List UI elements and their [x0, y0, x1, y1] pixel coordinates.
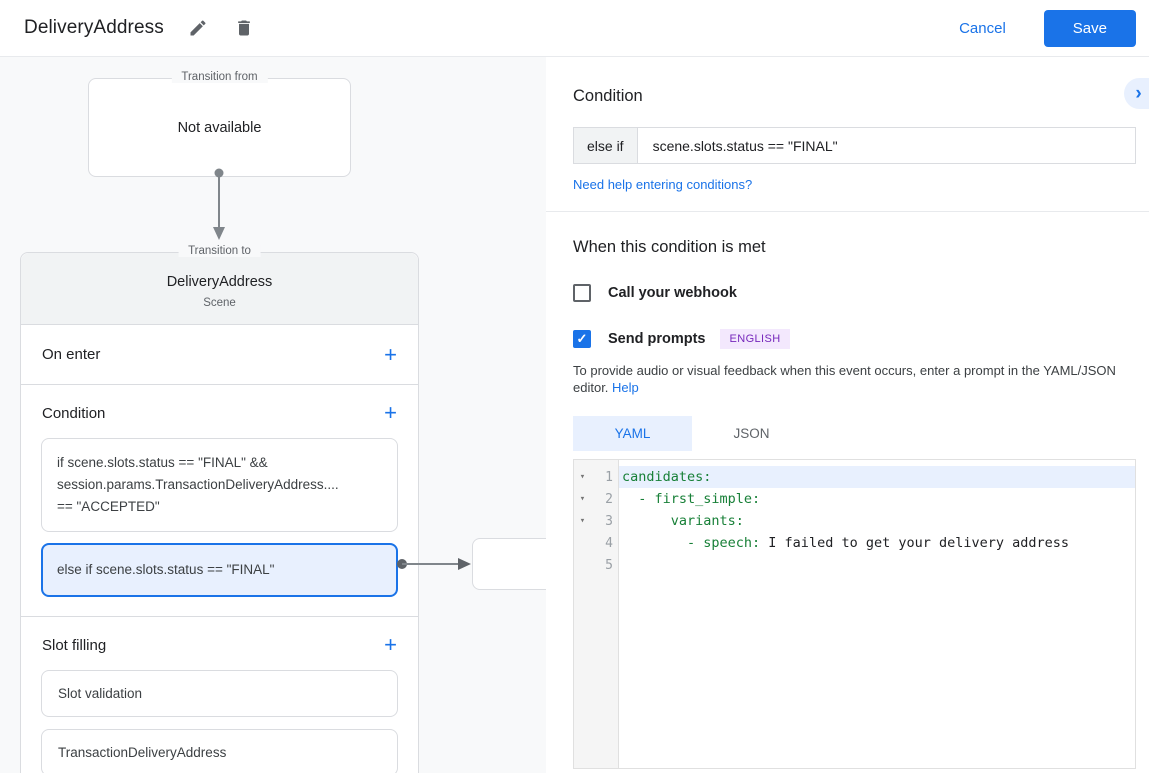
prompts-helper-text: To provide audio or visual feedback when… [573, 362, 1135, 396]
scene-card-header: DeliveryAddress Scene [21, 253, 418, 325]
add-condition-button[interactable]: + [384, 400, 397, 425]
trash-icon [234, 18, 254, 38]
save-button[interactable]: Save [1043, 9, 1136, 47]
helper-text: To provide audio or visual feedback when… [573, 363, 1116, 395]
fold-arrow-icon[interactable]: ▾ [579, 494, 586, 504]
fold-arrow-icon[interactable]: ▾ [579, 472, 586, 482]
send-prompts-row: ✓ Send prompts ENGLISH [573, 329, 1136, 349]
editor-format-tabs: YAML JSON [573, 416, 1136, 451]
chevron-right-icon: › [1135, 82, 1142, 104]
scene-type: Scene [203, 297, 236, 309]
conditions-help-link[interactable]: Need help entering conditions? [573, 177, 753, 192]
condition-if-line: if scene.slots.status == "FINAL" && [57, 455, 268, 470]
language-badge: ENGLISH [720, 329, 790, 349]
webhook-label[interactable]: Call your webhook [608, 285, 737, 301]
on-enter-section: On enter + [21, 325, 418, 385]
condition-prefix: else if [574, 128, 638, 163]
tab-json[interactable]: JSON [733, 426, 770, 441]
check-icon: ✓ [576, 331, 588, 346]
webhook-checkbox[interactable] [573, 284, 591, 302]
edit-title-button[interactable] [186, 16, 210, 40]
down-arrow-connector [213, 168, 225, 240]
on-enter-title: On enter [42, 346, 101, 363]
panel-title: Condition [573, 87, 643, 105]
page-title: DeliveryAddress [24, 17, 164, 38]
panel-divider [546, 211, 1149, 212]
header: DeliveryAddress Cancel Save [0, 0, 1149, 57]
condition-panel: › Condition else if scene.slots.status =… [546, 57, 1149, 773]
transition-to-label: Transition to [178, 245, 261, 257]
fold-arrow-icon[interactable]: ▾ [579, 516, 586, 526]
editor-gutter: ▾ 1 ▾ 2 ▾ 3 4 5 [574, 460, 619, 768]
webhook-row: Call your webhook [573, 284, 1136, 302]
code-line: variants: [622, 513, 744, 529]
code-line: - first_simple: [622, 491, 761, 507]
editor-code-area[interactable]: candidates: - first_simple: variants: - … [619, 460, 1135, 768]
condition-section: Condition + if scene.slots.status == "FI… [21, 385, 418, 617]
transition-from-label: Transition from [171, 71, 268, 83]
transition-from-value: Not available [177, 119, 262, 136]
send-prompts-label[interactable]: Send prompts [608, 331, 706, 347]
condition-elseif-text: else if scene.slots.status == "FINAL" [57, 562, 275, 577]
condition-item-if[interactable]: if scene.slots.status == "FINAL" && sess… [41, 438, 398, 532]
transition-target-node[interactable] [472, 538, 546, 590]
condition-expression-input[interactable]: scene.slots.status == "FINAL" [652, 137, 838, 154]
collapse-panel-button[interactable]: › [1124, 78, 1149, 109]
code-line [619, 554, 1135, 576]
scene-flow-canvas: Transition from Not available Transition… [0, 57, 546, 773]
when-condition-title: When this condition is met [573, 238, 766, 256]
slot-validation-item[interactable]: Slot validation [41, 670, 398, 717]
line-number: 3 [605, 513, 613, 529]
slot-filling-title: Slot filling [42, 636, 107, 654]
slot-transaction-item[interactable]: TransactionDeliveryAddress [41, 729, 398, 773]
pencil-icon [188, 18, 208, 38]
yaml-code-editor[interactable]: ▾ 1 ▾ 2 ▾ 3 4 5 candidates: - first_simple:… [573, 459, 1136, 769]
condition-input-group: else if scene.slots.status == "FINAL" [573, 127, 1136, 164]
code-line: - speech: I failed to get your delivery … [622, 535, 1070, 551]
prompts-help-link[interactable]: Help [612, 380, 639, 395]
add-on-enter-button[interactable]: + [384, 341, 397, 367]
transition-from-node: Transition from Not available [88, 71, 351, 177]
line-number: 4 [605, 535, 613, 551]
tab-yaml[interactable]: YAML [573, 416, 692, 451]
add-slot-button[interactable]: + [384, 632, 397, 657]
line-number: 5 [605, 557, 613, 573]
cancel-button[interactable]: Cancel [959, 19, 1006, 37]
main-content: Transition from Not available Transition… [0, 57, 1149, 773]
line-number: 1 [605, 469, 613, 485]
condition-if-line: == "ACCEPTED" [57, 499, 160, 514]
slot-filling-section: Slot filling + Slot validation Transacti… [21, 617, 418, 773]
condition-section-title: Condition [42, 404, 106, 422]
send-prompts-checkbox[interactable]: ✓ [573, 330, 591, 348]
line-number: 2 [605, 491, 613, 507]
condition-if-line: session.params.TransactionDeliveryAddres… [57, 477, 339, 492]
delete-scene-button[interactable] [232, 16, 256, 40]
condition-item-elseif-selected[interactable]: else if scene.slots.status == "FINAL" [41, 543, 398, 597]
code-line: candidates: [619, 466, 1135, 488]
scene-card: Transition to DeliveryAddress Scene On e… [20, 245, 419, 773]
scene-name: DeliveryAddress [166, 274, 273, 290]
